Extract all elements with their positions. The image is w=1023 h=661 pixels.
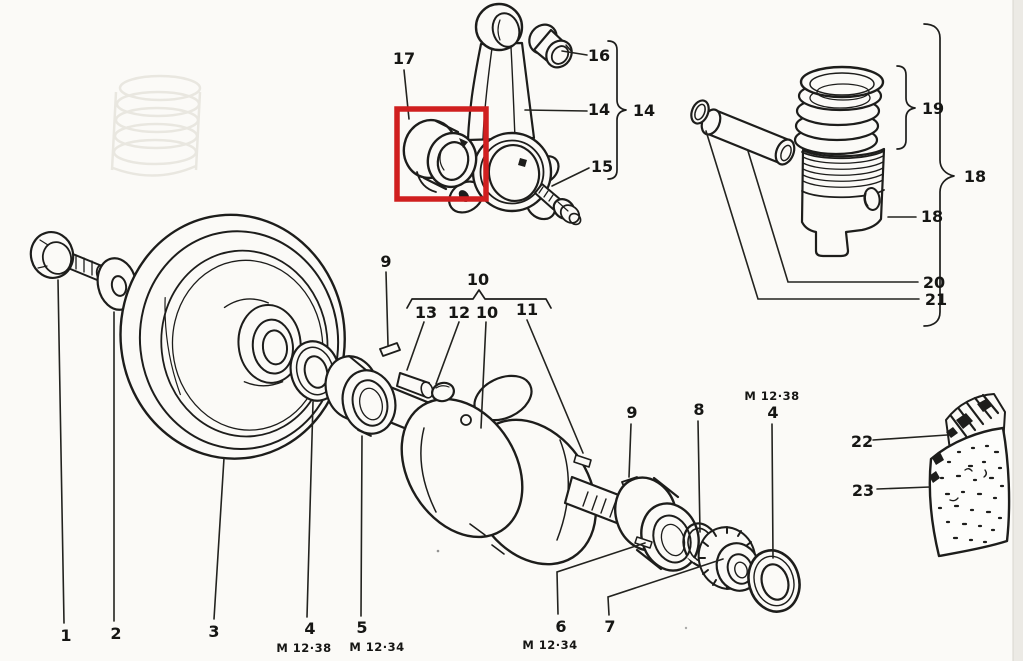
callout-part-22: 22 — [851, 432, 873, 451]
stray-speck — [436, 549, 440, 553]
small-end-bushing-16 — [528, 23, 573, 69]
callout-part-9-left: 9 — [380, 252, 391, 271]
callout-part-10-top: 10 — [467, 270, 489, 289]
callout-part-4-left: 4 — [304, 619, 315, 638]
spec-m12-34-left: M 12·34 — [349, 640, 404, 654]
callout-part-11: 11 — [516, 300, 538, 319]
spec-m12-38-right: M 12·38 — [744, 389, 799, 403]
callout-part-7: 7 — [604, 617, 615, 636]
circlip-21 — [690, 99, 710, 125]
woodruff-key-left — [379, 342, 401, 357]
piston-pin-20 — [700, 108, 796, 166]
callout-labels: 1 2 3 4 M 12·38 5 M 12·34 6 M 12·34 7 9 … — [60, 46, 986, 655]
stray-speck — [684, 626, 688, 630]
piston-rings-19 — [793, 65, 885, 156]
bearing-housing-6 — [614, 476, 700, 572]
scan-edge — [1013, 0, 1023, 661]
callout-part-21: 21 — [925, 290, 947, 309]
brace-group-19 — [896, 65, 916, 150]
callout-part-1: 1 — [60, 626, 71, 645]
callout-part-19: 19 — [922, 99, 944, 118]
spec-m12-34-mid: M 12·34 — [522, 638, 577, 652]
flywheel-3 — [119, 213, 346, 460]
highlight-box-part-17 — [394, 106, 489, 202]
pin-13 — [396, 372, 434, 399]
group-brackets — [406, 23, 955, 327]
piston-18 — [800, 147, 886, 258]
scan-bleedthrough-ghost — [110, 74, 202, 177]
spec-m12-38-left: M 12·38 — [276, 641, 331, 655]
callout-part-16: 16 — [588, 46, 610, 65]
callout-part-23: 23 — [852, 481, 874, 500]
callout-part-14-rod: 14 — [588, 100, 610, 119]
bracket-group-10 — [406, 289, 552, 309]
callout-part-18-piston: 18 — [921, 207, 943, 226]
big-end-bearing-17 — [402, 118, 478, 193]
callout-part-2: 2 — [110, 624, 121, 643]
callout-part-12: 12 — [448, 303, 470, 322]
callout-part-13: 13 — [415, 303, 437, 322]
flywheel-bolt-1 — [29, 231, 111, 284]
callout-part-10-mid: 10 — [476, 303, 498, 322]
callout-part-4-right: 4 — [767, 403, 778, 422]
gasket-23 — [928, 426, 1011, 558]
callout-part-18-group: 18 — [964, 167, 986, 186]
leader-lines — [57, 50, 948, 624]
main-bearing-5 — [324, 355, 397, 437]
callout-part-14-group: 14 — [633, 101, 655, 120]
callout-part-15: 15 — [591, 157, 613, 176]
callout-part-8: 8 — [693, 400, 704, 419]
seal-ring-4-right — [747, 549, 801, 613]
brace-group-14 — [607, 40, 627, 180]
pin-12 — [431, 381, 455, 403]
callout-part-9-mid: 9 — [626, 403, 637, 422]
brace-group-18 — [923, 23, 955, 327]
rod-bolt-15 — [534, 183, 582, 226]
callout-part-20: 20 — [923, 273, 945, 292]
callout-part-5: 5 — [356, 618, 367, 637]
callout-part-17: 17 — [393, 49, 415, 68]
callout-part-6: 6 — [555, 617, 566, 636]
callout-part-3: 3 — [208, 622, 219, 641]
